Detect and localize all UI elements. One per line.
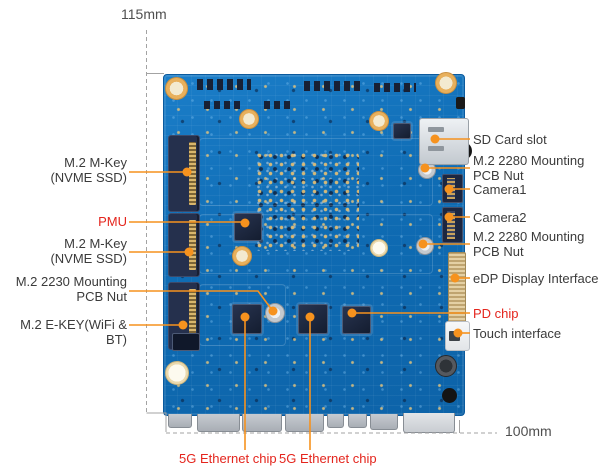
mounting-hole-bottom-right [435, 355, 457, 377]
callout-label-m2-2280-nut-bottom: M.2 2280 Mounting PCB Nut [473, 229, 585, 259]
camera1-connector [442, 174, 463, 203]
barrel-connector [442, 388, 457, 403]
rear-port [285, 414, 324, 432]
inner-standoff-hole [370, 239, 388, 257]
rear-port [242, 414, 282, 432]
m2-2280-keepout-outline-1 [199, 138, 433, 206]
m2-2230-mounting-nut [265, 303, 285, 323]
callout-label-sd-card: SD Card slot [473, 132, 547, 147]
dimension-corner-line [146, 412, 167, 432]
pcb-board [163, 72, 472, 416]
callout-label-m2-2280-nut-top: M.2 2280 Mounting PCB Nut [473, 153, 585, 183]
touch-interface-connector [445, 321, 470, 351]
board-width-dimension-label: 100mm [505, 423, 552, 439]
mounting-hole-top-left [165, 77, 188, 100]
mounting-hole-top-right [435, 72, 457, 94]
rear-port [197, 414, 240, 432]
ethernet-chip-2 [298, 304, 328, 334]
edp-display-connector [448, 252, 466, 325]
m2-slot-pins [189, 289, 196, 343]
callout-label-touch: Touch interface [473, 326, 562, 341]
rear-port [403, 413, 455, 433]
component-row [197, 79, 251, 90]
callout-label-camera1: Camera1 [473, 182, 527, 197]
callout-label-pmu: PMU [98, 214, 127, 229]
rear-port [370, 414, 398, 430]
m2-slot-pins [189, 142, 196, 205]
callout-label-ethernet-chip-1: 5G Ethernet chip [179, 451, 277, 466]
misc-ic [172, 333, 200, 351]
m2-2280-mounting-nut-bottom [416, 237, 434, 255]
side-button [456, 97, 465, 109]
component-row [304, 81, 362, 91]
callout-label-camera2: Camera2 [473, 210, 527, 225]
pcb-soc-component-cluster [254, 151, 359, 251]
rear-port [327, 414, 344, 428]
component-row [204, 101, 244, 109]
component-row [374, 83, 416, 92]
rear-port [348, 414, 367, 428]
inner-standoff-hole [369, 111, 389, 131]
callout-label-m2-mkey-top: M.2 M-Key (NVME SSD) [50, 155, 127, 185]
inner-standoff-hole [232, 246, 252, 266]
misc-ic [393, 123, 411, 139]
m2-slot-pins [189, 220, 196, 270]
component-row [264, 101, 294, 109]
camera2-connector [442, 207, 463, 243]
board-height-dimension-label: 115mm [121, 6, 167, 22]
inner-standoff-hole [239, 109, 259, 129]
callout-label-m2-ekey: M.2 E-KEY(WiFi & BT) [20, 317, 127, 347]
callout-label-m2-2230-nut: M.2 2230 Mounting PCB Nut [15, 274, 127, 304]
ethernet-chip-1 [232, 304, 262, 334]
pmu-chip [234, 213, 262, 241]
callout-label-edp: eDP Display Interface [473, 271, 599, 286]
m2-mkey-slot-1 [168, 135, 200, 212]
pd-chip [342, 306, 371, 334]
callout-label-m2-mkey-bottom: M.2 M-Key (NVME SSD) [50, 236, 127, 266]
rear-port [168, 414, 192, 428]
mounting-hole-bottom-left [165, 361, 189, 385]
m2-mkey-slot-2 [168, 213, 200, 277]
callout-label-ethernet-chip-2: 5G Ethernet chip [279, 451, 377, 466]
sd-card-slot [419, 118, 469, 165]
callout-label-pd-chip: PD chip [473, 306, 519, 321]
